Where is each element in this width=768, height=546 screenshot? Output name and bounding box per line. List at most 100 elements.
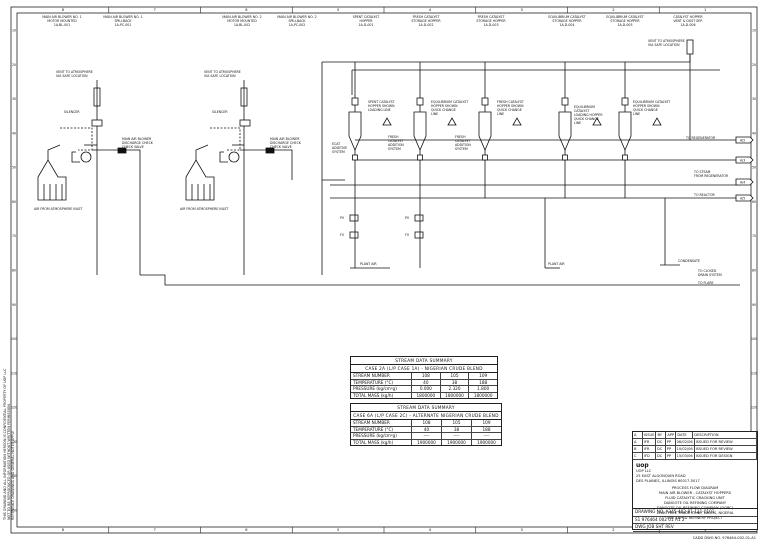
border-col-label: 8	[62, 8, 65, 12]
revision-cell: ISSUED FOR DESIGN	[695, 453, 758, 459]
table-row-header: PRESSURE (kg/cm²g)	[351, 386, 412, 392]
border-row-label: 10	[752, 29, 756, 33]
blower-2-symbol	[228, 151, 240, 163]
label-plant-air-2: PLANT AIR	[548, 262, 565, 266]
table-cell: 188	[479, 379, 488, 385]
revision-cell: IFR	[643, 446, 656, 452]
border-row-label: 10	[12, 29, 16, 33]
off-sheet-connector-4[interactable]	[735, 194, 754, 202]
border-row-label: 110	[751, 371, 757, 375]
instrument-triangle-3	[512, 117, 522, 126]
off-sheet-connector-1[interactable]	[735, 136, 754, 144]
title-block-line: PROCESS FLOW DIAGRAM	[671, 486, 719, 490]
border-row-label: 70	[752, 234, 756, 238]
table-row-header: TOTAL MASS (kg/h)	[351, 392, 412, 398]
title-block-line: DANGOTE OIL REFINING COMPANY	[663, 501, 727, 505]
main-headers	[140, 55, 740, 286]
table-cell: 109	[479, 373, 488, 378]
table-cell: 105	[442, 420, 472, 426]
revision-cell: PP	[666, 453, 676, 459]
instrument-triangle-2	[447, 117, 457, 126]
table-cell: 108	[412, 420, 442, 426]
border-row-label: 80	[12, 269, 16, 273]
revision-cell: ISSUED FOR REVIEW	[695, 439, 758, 445]
border-col-label: 1	[704, 8, 706, 12]
border-row-label: 60	[752, 200, 756, 204]
table-cell: 2.320	[441, 386, 470, 392]
border-row-label: 110	[11, 371, 17, 375]
label-silencer-2: SILENCER	[212, 110, 228, 114]
border-col-label: 4	[429, 8, 432, 12]
revision-cell: PP	[666, 446, 676, 452]
border-col-label: 6	[245, 528, 248, 532]
stream-table-1-subtitle: CASE 2A (L/P CASE 1A) - NIGERIAN CRUDE B…	[351, 365, 497, 373]
table-row-header: STREAM NUMBER	[351, 373, 412, 379]
table-cell: 40	[412, 426, 442, 432]
border-row-label: 60	[12, 200, 16, 204]
blower-1-symbol	[80, 151, 92, 163]
label-pv-2: PV	[405, 216, 410, 220]
border-row-label: 120	[11, 406, 17, 410]
table-cell: 1.800	[477, 386, 490, 391]
border-row-label: 20	[12, 63, 16, 67]
label-pv-1: PV	[340, 216, 345, 220]
lower-drops	[349, 198, 666, 268]
border-row-label: 100	[751, 337, 757, 341]
border-row-label: 90	[12, 303, 16, 307]
table-cell: ----	[442, 433, 472, 439]
border-col-label: 5	[337, 8, 339, 12]
revision-cell: DC	[656, 446, 666, 452]
instrument-triangle-4	[592, 117, 602, 126]
off-sheet-label-4: A/5	[740, 197, 745, 201]
table-cell: 1900000	[412, 439, 442, 445]
revision-header-cell: DESCRIPTION	[693, 432, 757, 438]
table-cell: ----	[483, 433, 490, 438]
pv-2-symbol	[414, 214, 424, 222]
title-block-line: 25 EAST ALGONQUIN ROAD	[636, 474, 686, 478]
label-fv-1: FV	[340, 233, 345, 237]
revision-header-cell: ISSUE	[643, 432, 657, 438]
border-row-label: 70	[12, 234, 16, 238]
label-from-regen: FROM REGENERATOR	[694, 174, 729, 178]
revision-cell: IFR	[643, 439, 656, 445]
border-col-label: 1	[704, 528, 706, 532]
air-intake-1-symbol	[37, 159, 67, 201]
table-cell: 105	[441, 373, 470, 379]
table-row: PRESSURE (kg/cm²g)------------	[351, 433, 501, 440]
off-sheet-label-2: A/3	[740, 159, 745, 163]
cad-reference: CADD DWG NO. 976464-002-01-A1	[692, 536, 756, 540]
revision-cell: ISSUED FOR REVIEW	[695, 446, 758, 452]
off-sheet-label-1: A/2	[740, 139, 745, 143]
revision-cell: DC	[656, 453, 666, 459]
revision-header-cell: BY	[656, 432, 667, 438]
revision-cell: 08/02/06	[676, 439, 695, 445]
off-sheet-connector-3[interactable]	[735, 178, 754, 186]
off-sheet-connector-2[interactable]	[735, 156, 754, 164]
hopper-vessel-2	[413, 62, 457, 198]
stream-table-1: STREAM DATA SUMMARY CASE 2A (L/P CASE 1A…	[350, 356, 498, 399]
drawing-number-block: DRAWING NO. A345-402-81-111-0101 S1 9764…	[633, 508, 757, 532]
